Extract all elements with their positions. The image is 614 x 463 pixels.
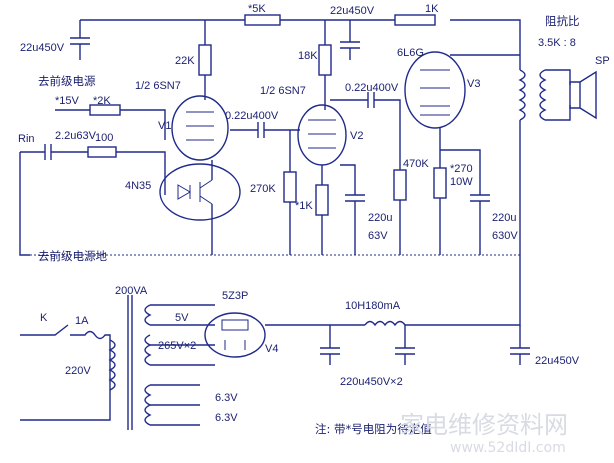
resistor-100 [87, 146, 117, 158]
capacitor-22u450v-left [70, 20, 90, 60]
label-c-022u400v-a: 0.22u400V [225, 110, 279, 122]
label-rectifier: 5Z3P [222, 290, 249, 302]
transformer-primary [108, 339, 116, 391]
resistor-270-10w [433, 167, 447, 199]
label-v1: V1 [158, 120, 172, 132]
label-c-22u63v: 2.2u63V [55, 130, 96, 142]
label-winding-5v: 5V [175, 312, 189, 324]
label-r-270-b: 10W [450, 176, 473, 188]
transformer-core [127, 295, 133, 430]
watermark-text: 家电维修资料网 [400, 411, 568, 439]
label-tube-6sn7-a: 1/2 6SN7 [135, 80, 181, 92]
optocoupler-4n35 [159, 163, 241, 221]
resistor-270k [283, 171, 297, 203]
label-c-22u450v-top: 22u450V [330, 5, 375, 17]
label-speaker: SP [595, 55, 610, 67]
label-r-22k: 22K [175, 55, 195, 67]
capacitor-22u450v-top [340, 20, 360, 60]
choke-10h [364, 320, 406, 327]
label-r-2k: *2K [93, 95, 111, 107]
resistor-18k [318, 44, 332, 76]
label-r-470k: 470K [403, 158, 429, 170]
output-transformer-primary [518, 69, 526, 121]
resistor-1k-cathode [315, 184, 329, 216]
label-tube-6l6g: 6L6G [397, 47, 424, 59]
label-c-22u450v-left: 22u450V [20, 42, 65, 54]
label-r-5k: *5K [248, 3, 266, 15]
label-switch-k: K [40, 312, 48, 324]
label-c-220u450v-x2: 220u450V×2 [340, 376, 403, 388]
label-optocoupler: 4N35 [125, 180, 152, 192]
label-c-220u-a: 220u [368, 212, 393, 224]
resistor-22k [198, 44, 212, 76]
label-r-1k: 1K [425, 3, 439, 15]
label-r-270k: 270K [250, 183, 276, 195]
label-choke: 10H180mA [345, 300, 401, 312]
resistor-470k [393, 169, 407, 201]
label-rin: Rin [18, 133, 35, 145]
watermark-url: www.52dIdI.com [450, 440, 566, 456]
label-impedance-ratio: 阻抗比 [545, 14, 580, 28]
capacitor-220u-63v [340, 164, 365, 255]
label-r-1k-cathode: *1K [295, 200, 313, 212]
label-c-220u-b: 63V [368, 230, 388, 242]
capacitor-220u450v-b [395, 325, 415, 365]
label-heater-b: 6.3V [215, 412, 238, 424]
transformer-secondary [144, 304, 152, 366]
label-note: 注: 带*号电阻为待定值 [315, 422, 432, 436]
label-v2: V2 [350, 130, 364, 142]
label-r-100: 100 [95, 132, 114, 144]
label-ratio-value: 3.5K : 8 [538, 37, 576, 49]
speaker [569, 70, 597, 120]
label-fuse-1a: 1A [75, 315, 89, 327]
capacitor-022u-a [230, 122, 300, 138]
label-heater-a: 6.3V [215, 392, 238, 404]
label-mains-220v: 220V [65, 365, 91, 377]
label-c-022u400v-b: 0.22u400V [345, 82, 399, 94]
label-v15: *15V [55, 95, 79, 107]
tube-v3 [404, 51, 466, 129]
label-c-220u630v-b: 630V [492, 230, 518, 242]
label-c-22u450v-out: 22u450V [535, 355, 580, 367]
label-r-18k: 18K [298, 50, 318, 62]
label-v3: V3 [467, 78, 481, 90]
label-to-preamp-power: 去前级电源 [38, 74, 96, 88]
resistor-1k-top [394, 14, 436, 26]
tube-v2 [297, 104, 347, 166]
capacitor-220u450v-a [320, 325, 340, 365]
label-v4: V4 [265, 343, 279, 355]
heater-windings [144, 384, 152, 426]
label-transformer: 200VA [115, 285, 148, 297]
label-winding-265v: 265V×2 [158, 340, 197, 352]
capacitor-220u-630v [439, 149, 490, 255]
output-transformer-secondary [539, 69, 547, 121]
capacitor-022u-b [330, 92, 401, 110]
resistor-5k [244, 14, 281, 26]
capacitor-22u450v-out [510, 325, 530, 365]
label-r-270-a: *270 [450, 163, 473, 175]
label-tube-6sn7-b: 1/2 6SN7 [260, 85, 306, 97]
label-to-preamp-ground: 去前级电源地 [38, 249, 107, 263]
rectifier-v4 [204, 312, 266, 358]
tube-v1 [171, 95, 229, 161]
label-c-220u630v-a: 220u [492, 212, 517, 224]
